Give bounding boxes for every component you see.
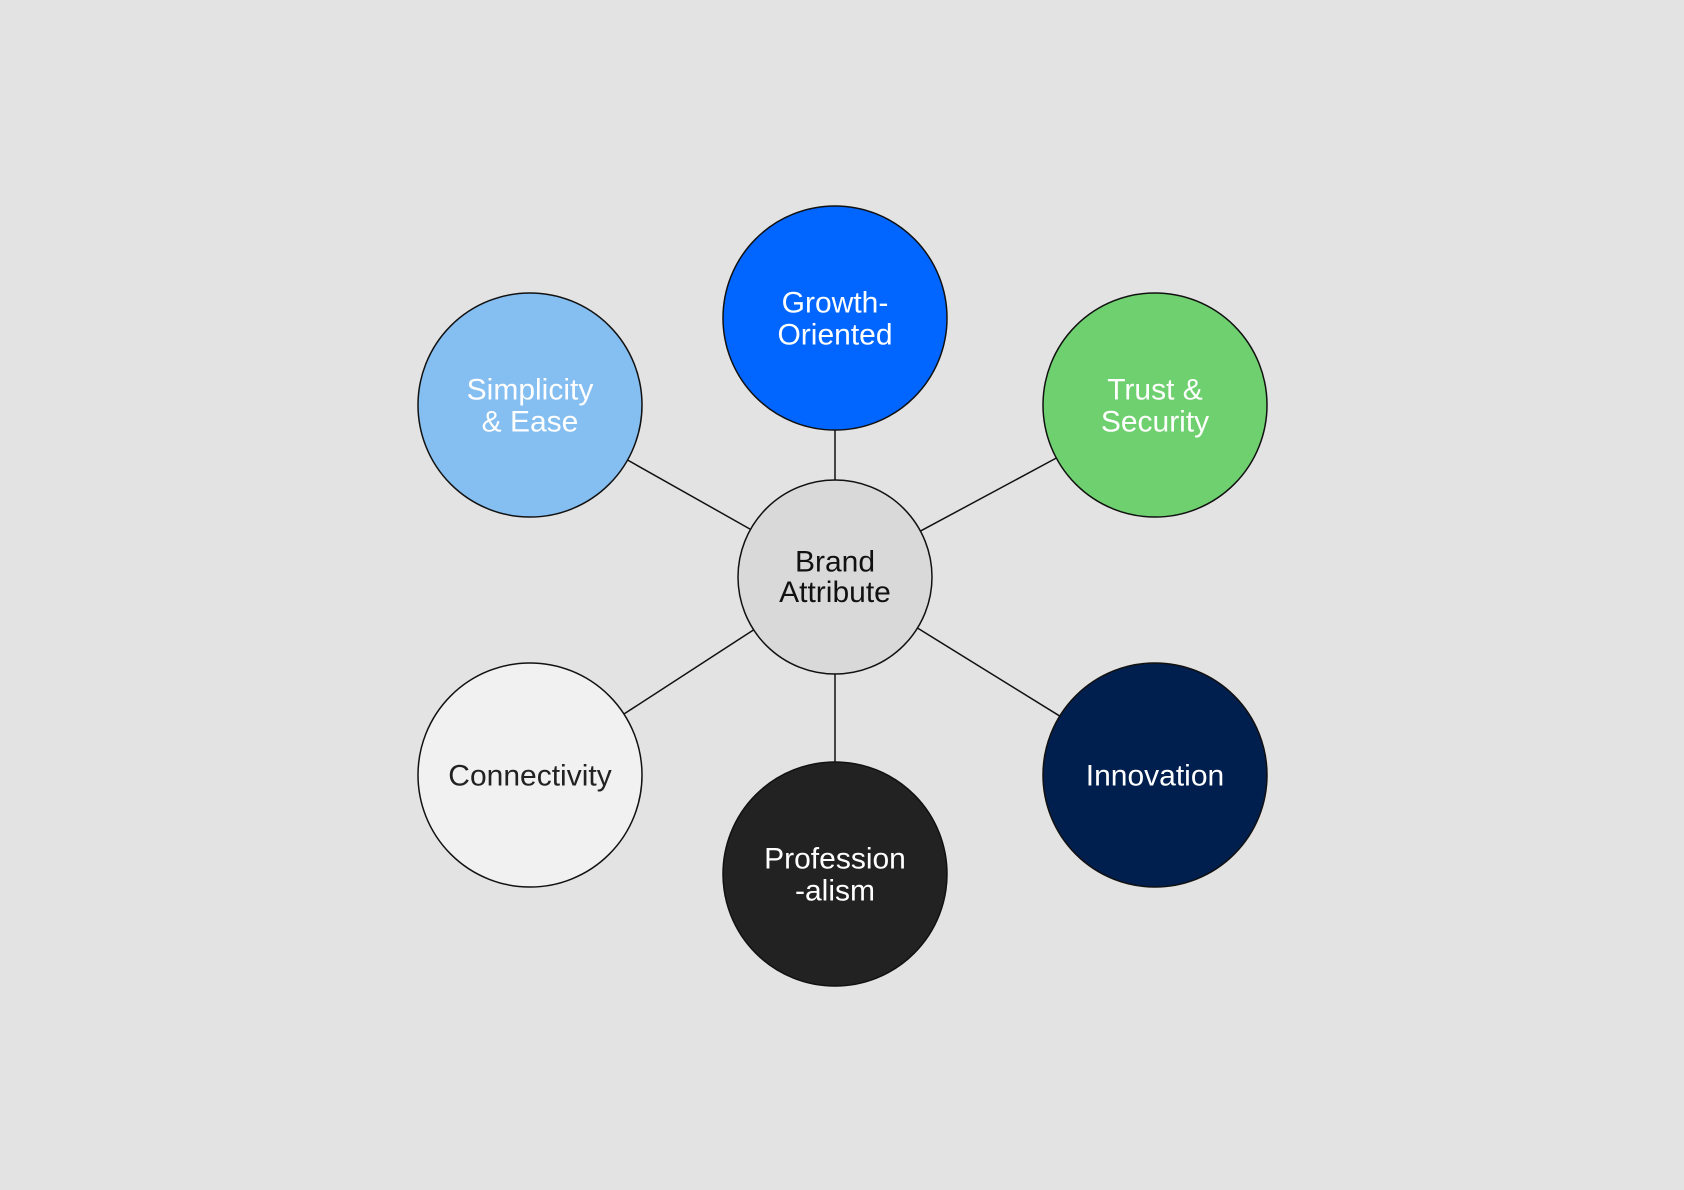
node-professionalism-label-line-1: Profession [764,842,906,875]
node-connectivity: Connectivity [417,662,643,888]
node-connectivity-label-line-1: Connectivity [448,760,611,793]
connector-simplicity [627,459,751,531]
node-growth-label-line-2: Oriented [777,319,892,352]
hub-label-line-1: Brand [795,546,875,579]
node-connectivity-circle [417,662,643,888]
hub-label-line-2: Attribute [779,576,891,609]
hub-circle [737,479,933,675]
connector-lines [623,430,1061,762]
node-professionalism-circle [722,761,948,987]
node-professionalism: Profession-alism [722,761,948,987]
node-simplicity-label-line-2: & Ease [482,406,579,439]
node-innovation-label-line-1: Innovation [1086,760,1224,793]
node-trust-label-line-2: Security [1101,406,1209,439]
node-simplicity-label-line-1: Simplicity [467,373,594,406]
node-innovation: Innovation [1042,662,1268,888]
connector-connectivity [623,629,755,715]
connector-innovation [917,627,1061,717]
node-trust-label-line-1: Trust & [1107,373,1203,406]
node-growth-label-line-1: Growth- [782,286,889,319]
node-professionalism-label-line-2: -alism [795,875,875,908]
node-trust-circle [1042,292,1268,518]
node-trust: Trust &Security [1042,292,1268,518]
node-growth-circle [722,205,948,431]
connector-trust [920,457,1057,532]
node-innovation-circle [1042,662,1268,888]
node-growth: Growth-Oriented [722,205,948,431]
node-simplicity: Simplicity& Ease [417,292,643,518]
node-simplicity-circle [417,292,643,518]
